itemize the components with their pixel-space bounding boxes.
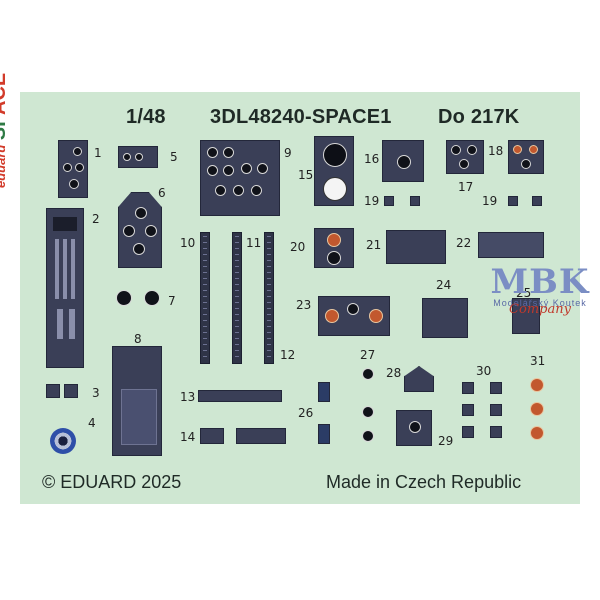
part-number-7: 7	[168, 294, 176, 308]
part-26b	[318, 424, 330, 444]
part-15-compass	[314, 136, 354, 206]
model-name: Do 217K	[438, 106, 520, 128]
part-7-gauge-b	[144, 290, 160, 306]
part-20-panel	[314, 228, 354, 268]
part-number-6: 6	[158, 186, 166, 200]
eduard-space-logo: eduard SPACE	[0, 73, 11, 188]
part-27a	[362, 368, 374, 380]
part-number-4: 4	[88, 416, 96, 430]
logo-ace: ACE	[0, 72, 10, 115]
part-6-instrument-panel	[118, 192, 162, 268]
part-8-side-console	[112, 346, 162, 456]
part-19a	[384, 196, 394, 206]
logo-eduard: eduard	[0, 144, 8, 188]
scale-label: 1/48	[126, 106, 166, 128]
part-19b	[410, 196, 420, 206]
part-number-17: 17	[458, 180, 474, 194]
part-number-2: 2	[92, 212, 100, 226]
part-number-15: 15	[298, 168, 314, 182]
watermark-cursive: Company	[509, 302, 571, 317]
part-14b	[236, 428, 286, 444]
part-4-roundel	[50, 428, 76, 454]
logo-sp: SP	[0, 115, 10, 141]
part-number-26: 26	[298, 406, 314, 420]
part-18-panel	[508, 140, 544, 174]
part-9-main-panel	[200, 140, 280, 216]
part-23-panel	[318, 296, 390, 336]
part-13-bar	[198, 390, 282, 402]
part-number-5: 5	[170, 150, 178, 164]
part-number-27: 27	[360, 348, 376, 362]
part-number-28: 28	[386, 366, 402, 380]
part-26a	[318, 382, 330, 402]
part-30e	[462, 426, 474, 438]
part-30a	[462, 382, 474, 394]
part-number-3: 3	[92, 386, 100, 400]
part-number-23: 23	[296, 298, 312, 312]
part-1-panel	[58, 140, 88, 198]
part-31a	[530, 378, 544, 392]
part-number-29: 29	[438, 434, 454, 448]
part-25-panel	[512, 298, 540, 334]
part-12-strip	[264, 232, 274, 364]
part-7-gauge-a	[116, 290, 132, 306]
part-number-25: 25	[516, 286, 532, 300]
part-number-1: 1	[94, 146, 102, 160]
product-code: 3DL48240-SPACE1	[210, 106, 392, 128]
watermark-mbk: MBK	[490, 262, 590, 302]
part-21-panel	[386, 230, 446, 264]
part-17-panel	[446, 140, 484, 174]
part-30d	[490, 404, 502, 416]
part-3a	[46, 384, 60, 398]
mbk-watermark: MBK Modelářský Koutek Company	[490, 262, 590, 317]
part-number-18: 18	[488, 144, 504, 158]
part-22-panel	[478, 232, 544, 258]
part-number-8: 8	[134, 332, 142, 346]
origin: Made in Czech Republic	[326, 472, 522, 492]
part-number-19b: 19	[482, 194, 498, 208]
part-3b	[64, 384, 78, 398]
part-number-12: 12	[280, 348, 296, 362]
part-2-throttle-panel	[46, 208, 84, 368]
part-number-21: 21	[366, 238, 382, 252]
part-number-9: 9	[284, 146, 292, 160]
part-31b	[530, 402, 544, 416]
part-number-20: 20	[290, 240, 306, 254]
part-11-strip	[232, 232, 242, 364]
copyright: © EDUARD 2025	[42, 472, 182, 492]
part-27c	[362, 430, 374, 442]
part-30f	[490, 426, 502, 438]
part-5-panel	[118, 146, 158, 168]
part-31c	[530, 426, 544, 440]
part-10-strip	[200, 232, 210, 364]
part-24-panel	[422, 298, 468, 338]
part-19c	[508, 196, 518, 206]
part-number-30: 30	[476, 364, 492, 378]
part-number-31: 31	[530, 354, 546, 368]
part-14a	[200, 428, 224, 444]
part-number-11: 11	[246, 236, 262, 250]
part-29-panel	[396, 410, 432, 446]
part-number-19a: 19	[364, 194, 380, 208]
part-16-panel	[382, 140, 424, 182]
part-19d	[532, 196, 542, 206]
part-number-16: 16	[364, 152, 380, 166]
part-number-13: 13	[180, 390, 196, 404]
part-number-24: 24	[436, 278, 452, 292]
part-number-14: 14	[180, 430, 196, 444]
part-number-10: 10	[180, 236, 196, 250]
watermark-line: Modelářský Koutek	[493, 298, 587, 308]
part-30c	[462, 404, 474, 416]
part-number-22: 22	[456, 236, 472, 250]
part-30b	[490, 382, 502, 394]
part-27b	[362, 406, 374, 418]
